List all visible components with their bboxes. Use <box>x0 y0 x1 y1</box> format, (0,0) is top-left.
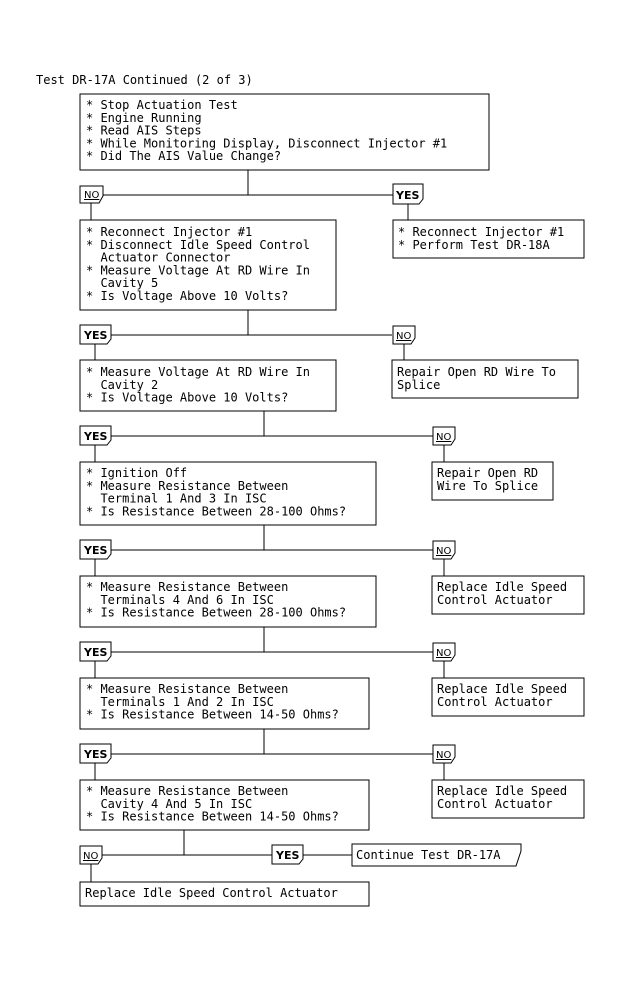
step-box-12: * Measure Resistance Between Cavity 4 An… <box>79 779 370 831</box>
step-box-2: * Reconnect Injector #1* Disconnect Idle… <box>79 219 337 311</box>
box-text-line: Cavity 2 <box>86 378 158 392</box>
box-text-line: Control Actuator <box>437 695 553 709</box>
svg-text:YES: YES <box>275 849 299 862</box>
box-text-line: * Is Resistance Between 28-100 Ohms? <box>86 504 346 518</box>
yes-label: YES <box>79 743 112 764</box>
box-text-line: * Is Voltage Above 10 Volts? <box>86 391 288 405</box>
box-text-line: * Measure Voltage At RD Wire In <box>86 263 310 277</box>
svg-text:NO: NO <box>436 432 451 443</box>
box-text-line: Replace Idle Speed Control Actuator <box>85 886 338 900</box>
yes-label: YES <box>79 425 112 446</box>
svg-text:YES: YES <box>83 430 107 443</box>
box-text-line: Replace Idle Speed <box>437 580 567 594</box>
svg-text:NO: NO <box>396 331 411 342</box>
svg-text:YES: YES <box>83 329 107 342</box>
box-text-line: Replace Idle Speed <box>437 682 567 696</box>
box-text-line: * Measure Resistance Between <box>86 784 288 798</box>
result-box-3: * Reconnect Injector #1* Perform Test DR… <box>392 219 585 259</box>
box-text-line: Cavity 5 <box>86 276 158 290</box>
step-box-8: * Measure Resistance Between Terminals 4… <box>79 575 377 628</box>
svg-text:NO: NO <box>83 851 98 862</box>
svg-text:NO: NO <box>436 750 451 761</box>
box-text-line: Replace Idle Speed <box>437 784 567 798</box>
svg-text:NO: NO <box>84 190 99 201</box>
box-text-line: Repair Open RD Wire To <box>397 365 556 379</box>
box-text-line: Terminals 1 And 2 In ISC <box>86 695 274 709</box>
box-text-line: * Ignition Off <box>86 466 187 480</box>
box-text-line: Cavity 4 And 5 In ISC <box>86 797 252 811</box>
connector-lines <box>90 170 445 882</box>
box-text-line: * Measure Resistance Between <box>86 580 288 594</box>
step-box-1: * Stop Actuation Test* Engine Running* R… <box>79 93 490 171</box>
yes-label: YES <box>271 844 304 865</box>
step-box-6: * Ignition Off* Measure Resistance Betwe… <box>79 461 377 526</box>
step-box-4: * Measure Voltage At RD Wire In Cavity 2… <box>79 359 337 412</box>
no-label: NO <box>432 744 456 764</box>
box-text-line: * Reconnect Injector #1 <box>398 225 564 239</box>
box-text-line: Control Actuator <box>437 797 553 811</box>
yes-label: YES <box>79 324 112 345</box>
no-label: NO <box>432 540 456 560</box>
svg-text:YES: YES <box>83 544 107 557</box>
no-label: NO <box>432 642 456 662</box>
box-text-line: * Perform Test DR-18A <box>398 238 550 252</box>
no-label: NO <box>432 426 456 446</box>
no-label: NO <box>79 845 103 865</box>
box-text-line: Splice <box>397 378 440 392</box>
box-text-line: * Reconnect Injector #1 <box>86 225 252 239</box>
box-text-line: * Is Resistance Between 14-50 Ohms? <box>86 708 339 722</box>
box-text-line: * Stop Actuation Test <box>86 98 238 112</box>
box-text-line: Control Actuator <box>437 593 553 607</box>
svg-text:NO: NO <box>436 648 451 659</box>
no-label: NO <box>392 325 416 345</box>
box-text-line: Repair Open RD <box>437 466 538 480</box>
svg-text:YES: YES <box>83 646 107 659</box>
step-box-10: * Measure Resistance Between Terminals 1… <box>79 677 370 730</box>
yes-label: YES <box>392 183 424 205</box>
box-text-line: * Read AIS Steps <box>86 124 202 138</box>
box-text-line: * Disconnect Idle Speed Control <box>86 238 310 252</box>
box-text-line: * Measure Resistance Between <box>86 682 288 696</box>
page-title: Test DR-17A Continued (2 of 3) <box>36 73 253 87</box>
continue-box: Continue Test DR-17A <box>351 843 522 867</box>
box-text-line: Continue Test DR-17A <box>356 848 501 862</box>
svg-text:YES: YES <box>395 189 419 202</box>
no-label: NO <box>79 185 104 204</box>
yes-label: YES <box>79 539 112 560</box>
box-text-line: Terminals 4 And 6 In ISC <box>86 593 274 607</box>
svg-text:YES: YES <box>83 748 107 761</box>
final-box: Replace Idle Speed Control Actuator <box>79 881 370 907</box>
box-text-line: * Is Resistance Between 14-50 Ohms? <box>86 810 339 824</box>
box-text-line: * Engine Running <box>86 111 202 125</box>
box-text-line: * Did The AIS Value Change? <box>86 149 281 163</box>
yes-label: YES <box>79 641 112 662</box>
box-text-line: Wire To Splice <box>437 479 538 493</box>
box-text-line: * Is Resistance Between 28-100 Ohms? <box>86 606 346 620</box>
svg-text:NO: NO <box>436 546 451 557</box>
box-text-line: Actuator Connector <box>86 251 231 265</box>
box-text-line: * Measure Resistance Between <box>86 479 288 493</box>
box-text-line: * Measure Voltage At RD Wire In <box>86 365 310 379</box>
box-text-line: * While Monitoring Display, Disconnect I… <box>86 136 447 150</box>
box-text-line: Terminal 1 And 3 In ISC <box>86 492 267 506</box>
box-text-line: * Is Voltage Above 10 Volts? <box>86 289 288 303</box>
